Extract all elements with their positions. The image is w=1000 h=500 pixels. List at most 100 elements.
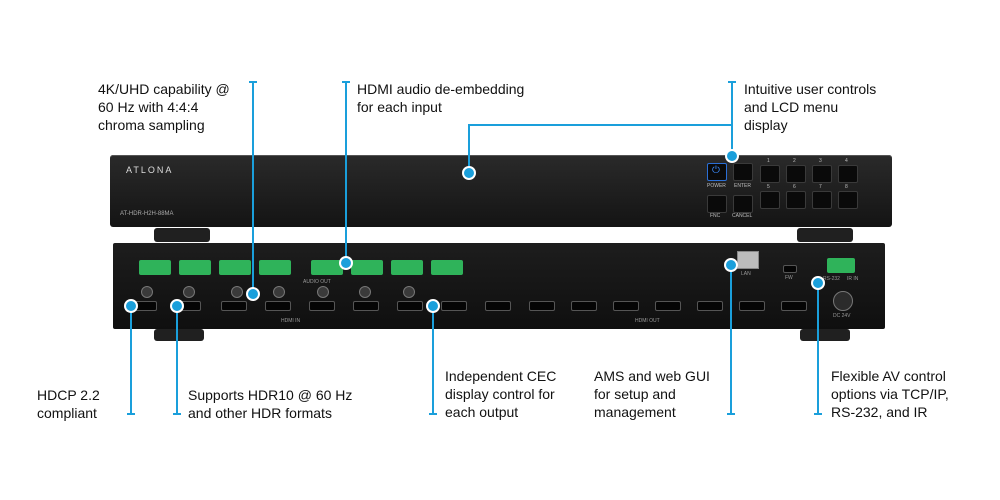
rack-foot xyxy=(800,329,850,341)
fnc-label: FNC xyxy=(710,213,721,219)
hdmi-out-port-8[interactable] xyxy=(781,301,807,311)
audio-terminal[interactable] xyxy=(219,260,251,275)
callout-line xyxy=(252,82,254,294)
key-number: 3 xyxy=(819,158,822,164)
number-key-1[interactable] xyxy=(760,165,780,183)
callout-cap xyxy=(728,81,736,83)
rack-foot xyxy=(797,228,853,242)
hdmi-out-port-6[interactable] xyxy=(697,301,723,311)
hdmi-out-port-5[interactable] xyxy=(655,301,681,311)
device-rear-panel: AUDIO OUT HDMI IN HDMI OUT LAN FW RS-232… xyxy=(113,243,885,329)
lan-port[interactable] xyxy=(737,251,759,269)
number-key-5[interactable] xyxy=(760,191,780,209)
hdmi-in-port-5[interactable] xyxy=(309,301,335,311)
callout-marker xyxy=(124,299,138,313)
lan-label: LAN xyxy=(741,271,751,277)
audio-terminal[interactable] xyxy=(391,260,423,275)
bnc-connector xyxy=(231,286,243,298)
number-key-3[interactable] xyxy=(812,165,832,183)
rack-foot xyxy=(154,228,210,242)
hdmi-out-port-4[interactable] xyxy=(613,301,639,311)
hdmi-out-port-2[interactable] xyxy=(529,301,555,311)
callout-cap xyxy=(173,413,181,415)
number-key-6[interactable] xyxy=(786,191,806,209)
callout-cap xyxy=(727,413,735,415)
cancel-label: CANCEL xyxy=(732,213,753,219)
callout-cap xyxy=(249,81,257,83)
callout-cap xyxy=(429,413,437,415)
cancel-button[interactable] xyxy=(733,195,753,213)
fnc-button[interactable] xyxy=(707,195,727,213)
ir-in-label: IR IN xyxy=(847,276,859,282)
callout-cec: Independent CEC display control for each… xyxy=(445,368,557,420)
callout-line xyxy=(731,82,733,156)
fw-port[interactable] xyxy=(783,265,797,273)
hdmi-in-port-7[interactable] xyxy=(397,301,423,311)
model-number: AT-HDR-H2H-88MA xyxy=(120,211,174,217)
bnc-connector xyxy=(141,286,153,298)
callout-marker xyxy=(462,166,476,180)
bnc-connector xyxy=(359,286,371,298)
callout-line xyxy=(176,304,178,414)
callout-audio: HDMI audio de-embedding for each input xyxy=(357,81,525,115)
key-number: 2 xyxy=(793,158,796,164)
callout-hdcp: HDCP 2.2 compliant xyxy=(37,387,100,421)
bnc-connector xyxy=(317,286,329,298)
key-number: 1 xyxy=(767,158,770,164)
callout-av: Flexible AV control options via TCP/IP, … xyxy=(831,368,949,420)
audio-out-label: AUDIO OUT xyxy=(303,279,331,285)
callout-ams: AMS and web GUI for setup and management xyxy=(594,368,710,420)
audio-terminal[interactable] xyxy=(431,260,463,275)
number-key-8[interactable] xyxy=(838,191,858,209)
callout-line xyxy=(730,264,732,414)
hdmi-out-port-3[interactable] xyxy=(571,301,597,311)
hdmi-in-port-4[interactable] xyxy=(265,301,291,311)
hdmi-in-port-3[interactable] xyxy=(221,301,247,311)
audio-terminal[interactable] xyxy=(179,260,211,275)
bnc-connector xyxy=(273,286,285,298)
audio-terminal[interactable] xyxy=(351,260,383,275)
audio-terminal[interactable] xyxy=(311,260,343,275)
hdmi-in-label: HDMI IN xyxy=(281,318,301,324)
callout-line xyxy=(432,304,434,414)
hdmi-out-label: HDMI OUT xyxy=(635,318,660,324)
callout-line xyxy=(468,124,470,172)
audio-terminal[interactable] xyxy=(139,260,171,275)
atlona-logo: ATLONA xyxy=(126,165,174,175)
key-number: 7 xyxy=(819,184,822,190)
hdmi-out-port-1[interactable] xyxy=(485,301,511,311)
dc-power-jack[interactable] xyxy=(833,291,853,311)
callout-controls: Intuitive user controls and LCD menu dis… xyxy=(744,81,877,133)
rack-foot xyxy=(154,329,204,341)
callout-uhd: 4K/UHD capability @ 60 Hz with 4:4:4 chr… xyxy=(98,81,230,133)
callout-cap xyxy=(342,81,350,83)
number-key-4[interactable] xyxy=(838,165,858,183)
hdmi-out-port-7[interactable] xyxy=(739,301,765,311)
callout-line xyxy=(817,282,819,414)
enter-label: ENTER xyxy=(734,183,751,189)
callout-line xyxy=(345,82,347,260)
callout-marker xyxy=(246,287,260,301)
rs232-terminal[interactable] xyxy=(827,258,855,273)
dc-label: DC 24V xyxy=(833,313,851,319)
callout-marker xyxy=(724,258,738,272)
power-icon: ⏻ xyxy=(712,165,720,176)
callout-marker xyxy=(170,299,184,313)
enter-button[interactable] xyxy=(733,163,753,181)
power-button[interactable]: ⏻ xyxy=(707,163,727,181)
callout-hdr: Supports HDR10 @ 60 Hz and other HDR for… xyxy=(188,387,353,421)
hdmi-in-port-8[interactable] xyxy=(441,301,467,311)
number-key-2[interactable] xyxy=(786,165,806,183)
bnc-connector xyxy=(183,286,195,298)
number-key-7[interactable] xyxy=(812,191,832,209)
rs232-label: RS-232 xyxy=(823,276,840,282)
callout-marker xyxy=(426,299,440,313)
callout-marker xyxy=(811,276,825,290)
audio-terminal[interactable] xyxy=(259,260,291,275)
fw-label: FW xyxy=(785,275,793,281)
key-number: 6 xyxy=(793,184,796,190)
hdmi-in-port-6[interactable] xyxy=(353,301,379,311)
callout-line xyxy=(130,304,132,414)
bnc-connector xyxy=(403,286,415,298)
key-number: 4 xyxy=(845,158,848,164)
